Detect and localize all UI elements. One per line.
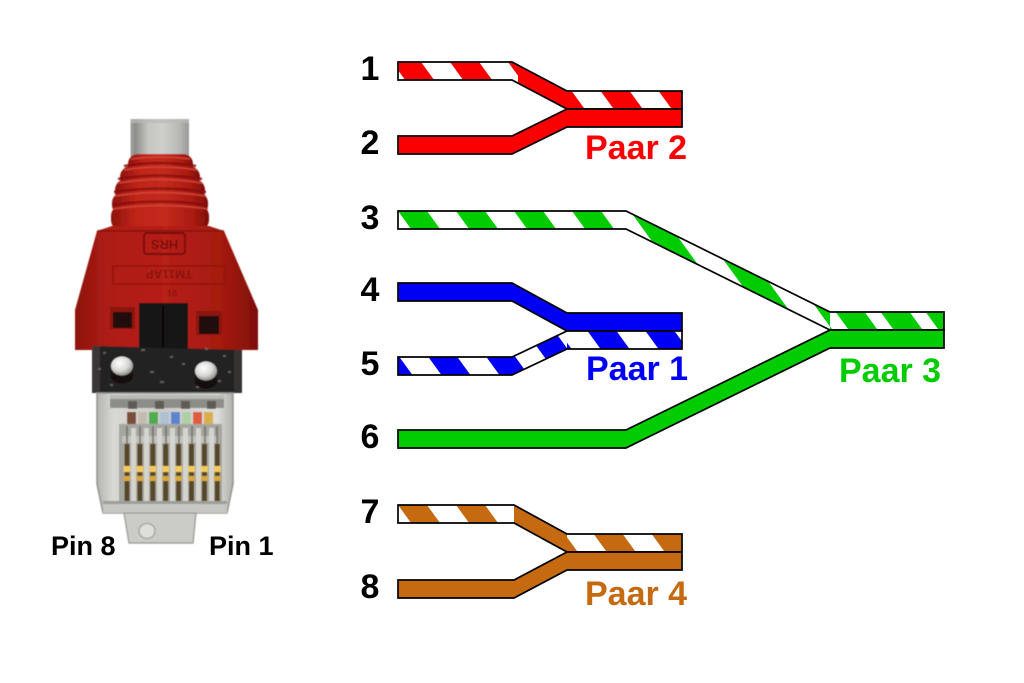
svg-text:HRS: HRS — [150, 237, 178, 252]
svg-text:Paar 2: Paar 2 — [585, 129, 687, 167]
svg-text:7: 7 — [361, 493, 380, 531]
svg-text:01: 01 — [167, 288, 177, 298]
svg-text:3: 3 — [361, 199, 380, 237]
svg-text:Paar 3: Paar 3 — [839, 352, 941, 390]
svg-text:5: 5 — [361, 345, 380, 383]
svg-text:Pin 1: Pin 1 — [209, 531, 274, 561]
svg-text:6: 6 — [361, 418, 380, 456]
svg-text:Paar 4: Paar 4 — [585, 575, 687, 613]
svg-text:2: 2 — [361, 124, 380, 162]
svg-text:8: 8 — [361, 568, 380, 606]
svg-text:Pin 8: Pin 8 — [51, 531, 116, 561]
svg-text:1: 1 — [361, 50, 380, 88]
svg-text:4: 4 — [361, 271, 380, 309]
svg-text:TM11AP: TM11AP — [146, 267, 193, 281]
svg-text:Paar 1: Paar 1 — [586, 350, 688, 388]
